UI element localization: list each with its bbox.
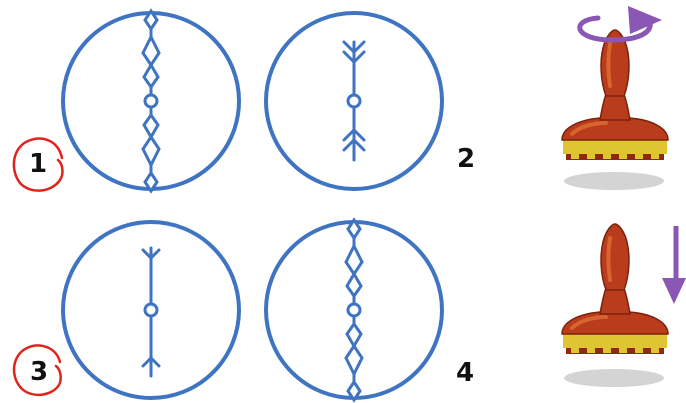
diamond-chain-symbol-icon [346, 220, 362, 400]
down-arrow-icon [662, 226, 686, 304]
diamond-chain-symbol-icon [143, 11, 159, 191]
panel-2: 2 [266, 13, 475, 189]
panel-3-label: 3 [30, 357, 48, 387]
arrow-tail-symbol-icon [344, 42, 364, 160]
stamp-icon [562, 224, 668, 354]
stamp-press [562, 224, 686, 387]
panel-4-label: 4 [456, 358, 474, 388]
stamp-rotate [562, 6, 668, 190]
stamp-shadow [564, 369, 664, 387]
panel-1: 1 [14, 11, 239, 191]
panel-1-label: 1 [29, 149, 47, 179]
stamp-icon [562, 30, 668, 160]
short-arrow-symbol-icon [143, 248, 159, 376]
panel-3: 3 [14, 222, 239, 398]
stamp-shadow [564, 172, 664, 190]
panel-4: 4 [266, 220, 474, 400]
panel-2-label: 2 [457, 144, 475, 174]
